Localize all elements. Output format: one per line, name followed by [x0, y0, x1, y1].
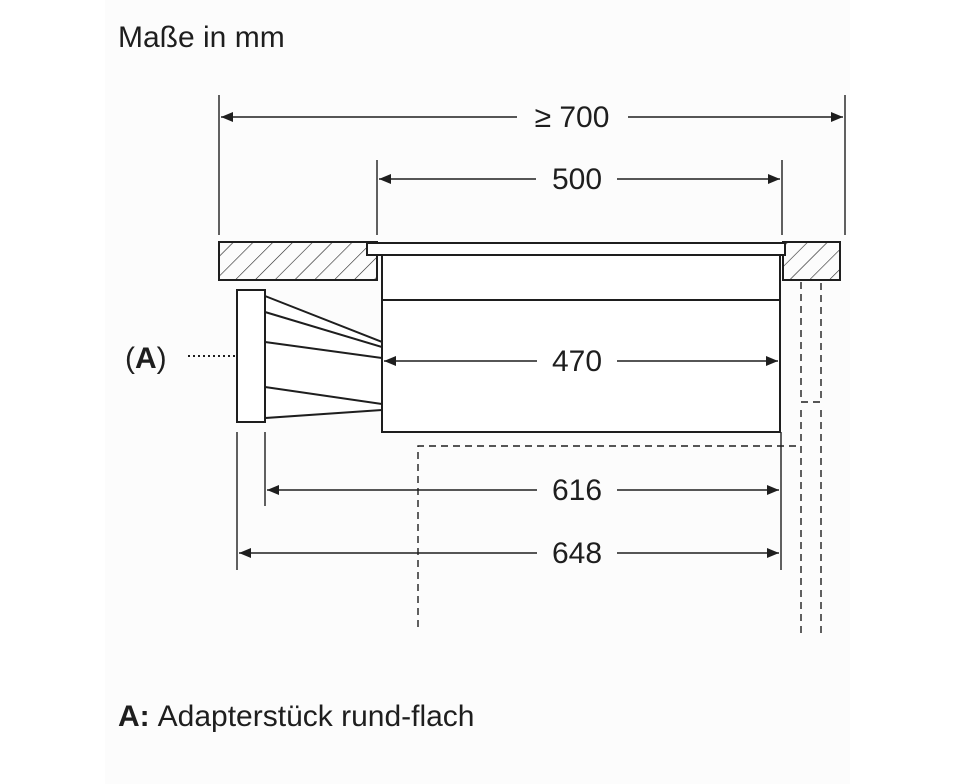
dim-overall-label: 648 — [552, 537, 602, 570]
dim-cutout-label: 500 — [552, 163, 602, 196]
dim-total-width-label: ≥ 700 — [535, 101, 610, 134]
callout-a-label: (A) — [125, 342, 167, 375]
countertop — [218, 241, 841, 281]
appliance-housing — [381, 254, 781, 433]
legend-text: Adapterstück rund-flach — [158, 700, 475, 733]
dim-with-adapter-label: 616 — [552, 474, 602, 507]
legend-key: A: — [118, 700, 150, 733]
adapter-piece — [236, 289, 383, 423]
extension-lines — [218, 95, 846, 570]
legend: A:Adapterstück rund-flach — [118, 700, 475, 733]
adapter-flange — [236, 289, 266, 423]
dim-body-label: 470 — [552, 345, 602, 378]
countertop-right — [782, 241, 841, 281]
page-title: Maße in mm — [118, 21, 285, 54]
countertop-left — [218, 241, 378, 281]
installation-outline — [417, 282, 822, 636]
dimension-lines — [221, 112, 843, 558]
adapter-cone — [264, 294, 383, 420]
hob-glass-plate — [366, 242, 786, 256]
appliance-body — [381, 254, 781, 433]
